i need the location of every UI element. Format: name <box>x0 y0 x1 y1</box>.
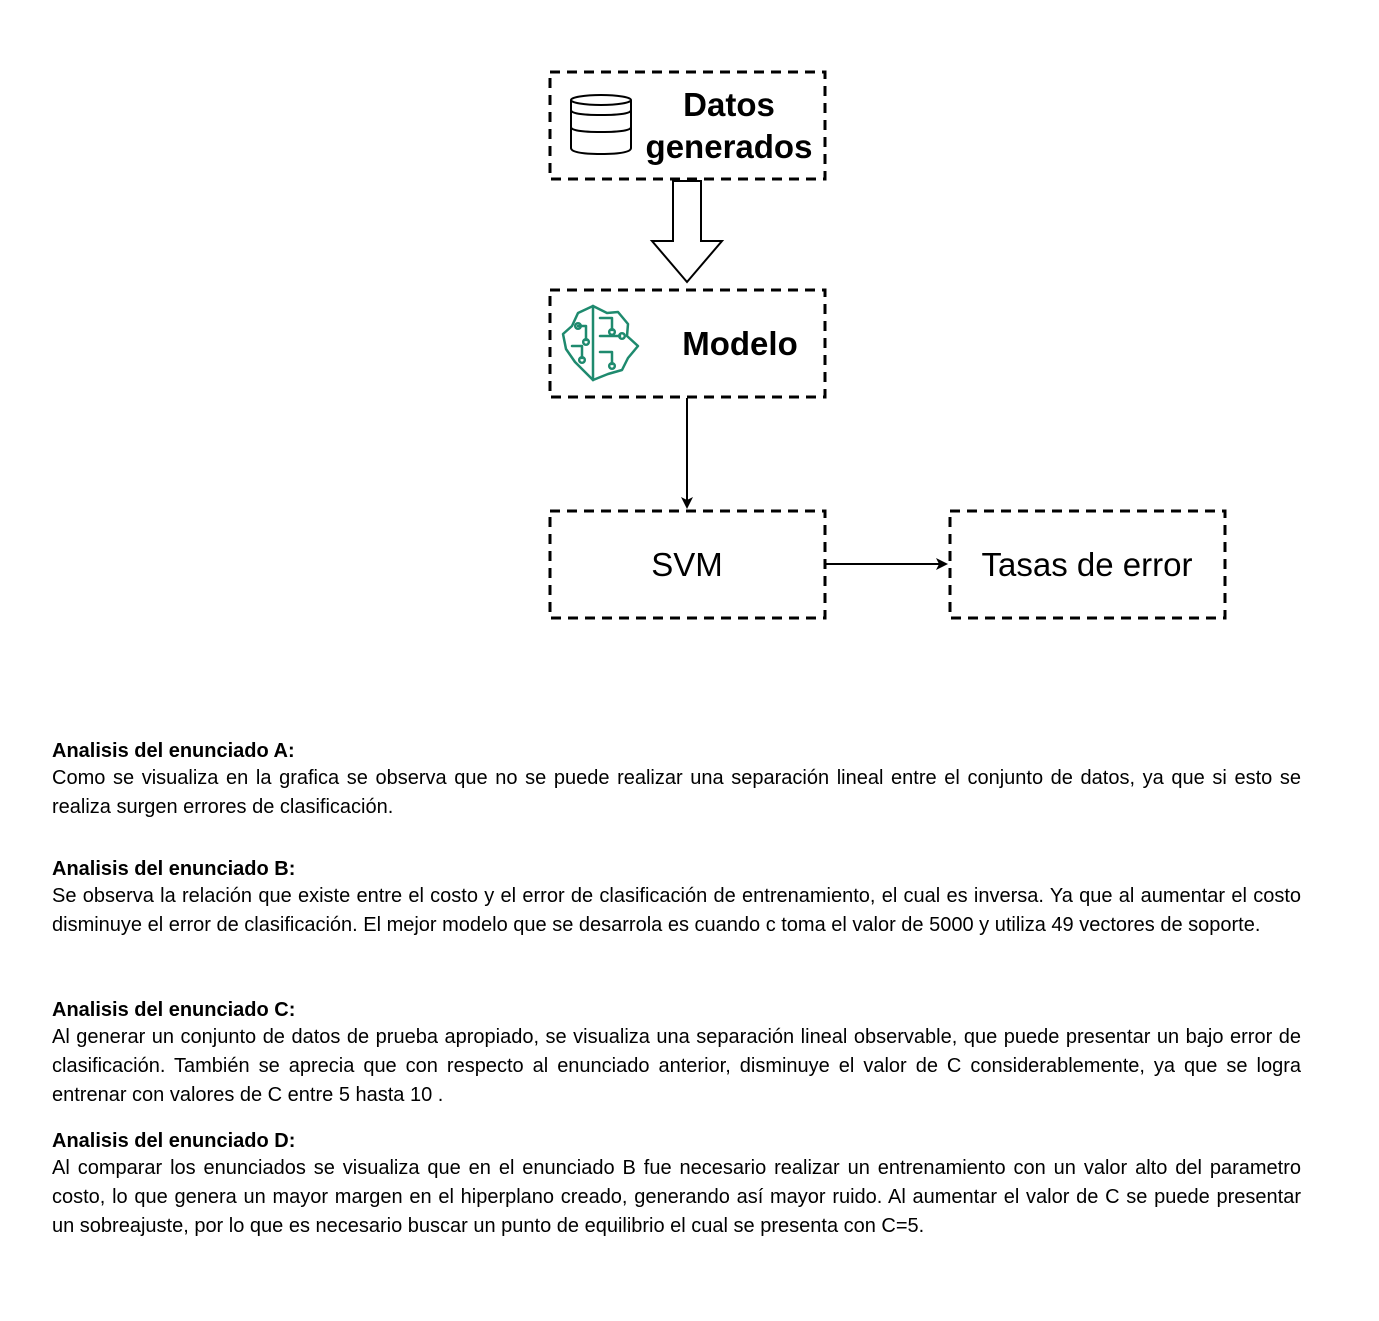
node-tasas-box <box>948 509 1227 620</box>
analysis-c-title: Analisis del enunciado C: <box>52 999 296 1021</box>
analysis-section-c: Analisis del enunciado C: Al generar un … <box>52 997 1301 1110</box>
analysis-d-text: Al comparar los enunciados se visualiza … <box>52 1157 1301 1237</box>
analysis-d-title: Analisis del enunciado D: <box>52 1130 296 1152</box>
ai-brain-icon <box>561 304 640 382</box>
node-datos-label-line2: generados <box>646 128 813 165</box>
analysis-section-b: Analisis del enunciado B: Se observa la … <box>52 856 1301 940</box>
node-datos-box <box>548 70 827 181</box>
node-datos-label-line1: Datos <box>683 86 775 123</box>
node-svm: SVM <box>548 509 827 620</box>
analysis-c-text: Al generar un conjunto de datos de prueb… <box>52 1026 1301 1106</box>
node-tasas-de-error: Tasas de error <box>948 509 1227 620</box>
node-datos-generados: Datos generados <box>548 70 827 181</box>
node-tasas-label: Tasas de error <box>982 546 1193 583</box>
analysis-section-a: Analisis del enunciado A: Como se visual… <box>52 738 1301 822</box>
node-modelo: Modelo <box>548 288 827 399</box>
analysis-a-text: Como se visualiza en la grafica se obser… <box>52 767 1301 818</box>
analysis-b-title: Analisis del enunciado B: <box>52 858 296 880</box>
analysis-a-title: Analisis del enunciado A: <box>52 740 295 762</box>
hollow-arrow-datos-to-modelo <box>649 180 725 284</box>
node-modelo-label: Modelo <box>682 325 797 362</box>
analysis-section-d: Analisis del enunciado D: Al comparar lo… <box>52 1128 1301 1241</box>
node-svm-label: SVM <box>651 546 723 583</box>
flow-diagram: Datos generados Modelo SVM <box>548 70 1227 620</box>
analysis-b-text: Se observa la relación que existe entre … <box>52 885 1301 936</box>
database-icon <box>570 94 632 156</box>
